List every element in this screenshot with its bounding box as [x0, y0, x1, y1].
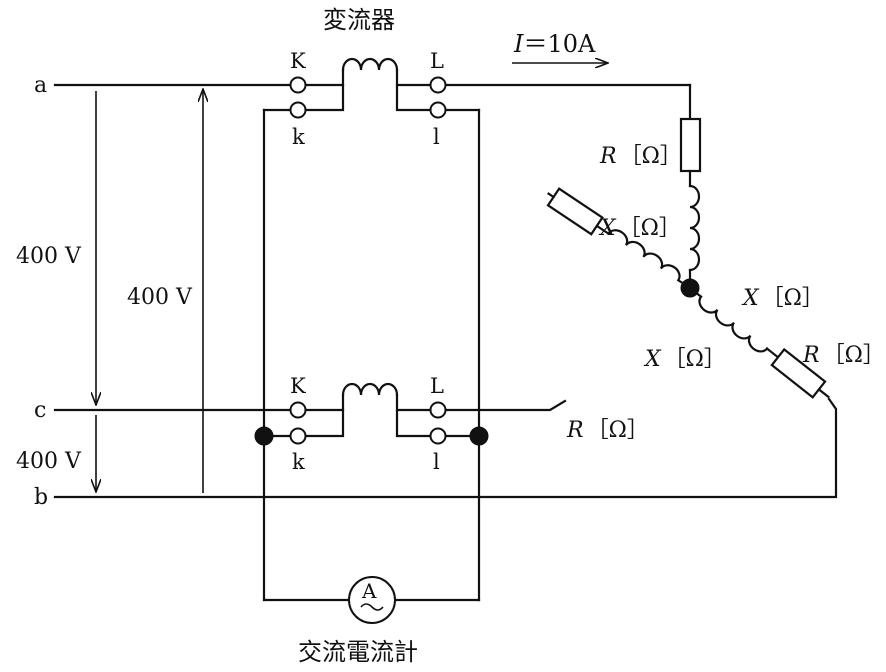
current-transformer-bottom: K L k l — [289, 374, 447, 474]
junction-dot-right — [469, 426, 489, 446]
voltage-ab-label: 400 V — [127, 285, 193, 310]
load-branch-a — [679, 83, 702, 290]
inductor-a — [688, 184, 701, 272]
terminal-K-top-label: K — [290, 49, 306, 73]
terminal-k-bottom-label: k — [292, 450, 305, 474]
terminal-K-bottom — [289, 401, 307, 419]
inductor-a-label: X［Ω］ — [598, 216, 681, 241]
terminal-L-bottom-label: L — [430, 374, 444, 398]
terminal-K-top — [289, 76, 307, 94]
terminal-l-top-label: l — [433, 125, 440, 149]
resistor-a-label: R［Ω］ — [599, 144, 682, 169]
terminal-L-top — [429, 76, 447, 94]
terminal-k-top — [289, 101, 307, 119]
terminal-K-bottom-label: K — [290, 374, 306, 398]
line-b-wire — [53, 397, 838, 499]
current-symbol: I — [513, 30, 524, 58]
voltage-cb-label: 400 V — [16, 449, 82, 474]
resistor-a — [679, 117, 702, 173]
ammeter-circle — [348, 576, 396, 624]
line-c-label: c — [34, 398, 46, 423]
ammeter: A — [348, 576, 396, 624]
inductor-c — [606, 229, 681, 282]
inductor-b-label: X［Ω］ — [741, 286, 824, 311]
current-value: ＝10A — [523, 30, 596, 58]
resistor-c — [546, 187, 604, 236]
star-neutral-point — [680, 278, 700, 298]
ammeter-symbol: A — [361, 579, 377, 603]
inductor-c-label: X［Ω］ — [643, 347, 726, 372]
current-label: I＝10A — [513, 30, 596, 58]
load-branch-c — [546, 187, 692, 290]
terminal-l-bottom-label: l — [433, 450, 440, 474]
resistor-b-label: R［Ω］ — [802, 343, 885, 368]
terminal-l-bottom — [429, 427, 447, 445]
voltage-ac-label: 400 V — [16, 244, 82, 269]
resistor-c-label: R［Ω］ — [566, 418, 649, 443]
line-a-label: a — [34, 73, 47, 98]
terminal-L-top-label: L — [430, 49, 444, 73]
junction-dot-left — [254, 426, 274, 446]
terminal-k-top-label: k — [292, 125, 305, 149]
terminal-l-top — [429, 101, 447, 119]
terminal-k-bottom — [289, 427, 307, 445]
terminal-L-bottom — [429, 401, 447, 419]
line-b-label: b — [34, 485, 48, 510]
line-c-wire-right — [445, 399, 567, 412]
current-transformer-top: K L k l — [289, 49, 447, 149]
ammeter-label: 交流電流計 — [298, 638, 418, 666]
ac-wave-icon — [360, 603, 384, 611]
transformer-label: 変流器 — [323, 6, 395, 34]
